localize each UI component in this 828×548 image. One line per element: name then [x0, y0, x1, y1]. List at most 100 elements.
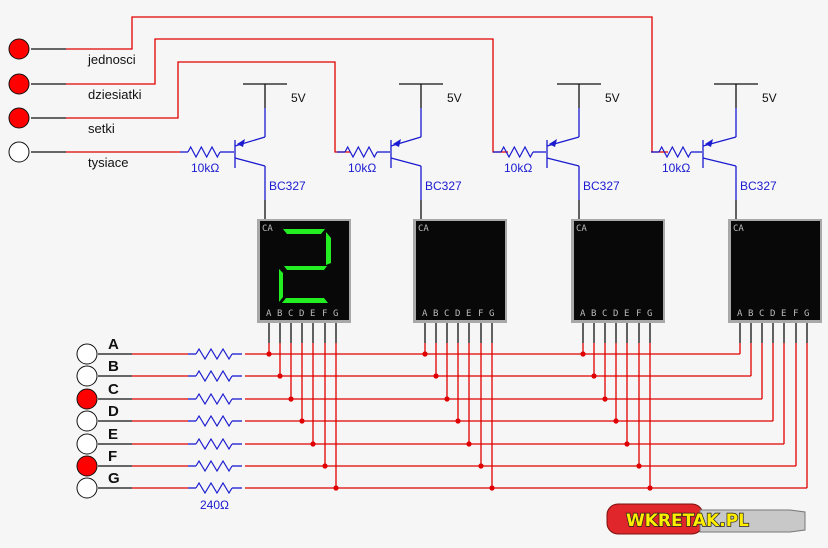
- resistor-zigzag: [344, 145, 378, 159]
- segment-pin-label: F: [322, 309, 327, 319]
- segment-pin-label: E: [624, 309, 629, 319]
- base-resistor-label: 10kΩ: [662, 161, 690, 175]
- segment-a: [283, 229, 325, 234]
- transistor-collector: [702, 157, 737, 167]
- segment-input-led-D[interactable]: [76, 410, 98, 432]
- resistor-zigzag: [500, 145, 534, 159]
- junction-dot: [266, 351, 272, 357]
- junction-dot: [288, 396, 294, 402]
- segment-input-label: A: [108, 336, 119, 353]
- segment-b: [326, 232, 331, 265]
- segment-resistor: [195, 481, 233, 495]
- segment-pin-label: B: [748, 309, 753, 319]
- segment-input-led-B[interactable]: [76, 365, 98, 387]
- junction-dot: [602, 396, 608, 402]
- junction-dot: [466, 441, 472, 447]
- segment-pin-label: C: [444, 309, 449, 319]
- segment-input-led-F[interactable]: [76, 455, 98, 477]
- segment-input-led-E[interactable]: [76, 433, 98, 455]
- segment-pin-label: E: [310, 309, 315, 319]
- segment-resistor: [195, 414, 233, 428]
- segment-pin-label: G: [647, 309, 652, 319]
- digit-input-led-jednosci[interactable]: [8, 38, 30, 60]
- resistor-zigzag: [658, 145, 692, 159]
- junction-dot: [580, 351, 586, 357]
- junction-dot: [277, 373, 283, 379]
- segment-pin-label: A: [266, 309, 272, 319]
- junction-dot: [422, 351, 428, 357]
- supply-label: 5V: [447, 91, 462, 105]
- segment-pin-label: B: [591, 309, 596, 319]
- segment-g: [284, 266, 327, 270]
- resistor-zigzag: [195, 347, 233, 361]
- display-face: [416, 221, 505, 320]
- seven-segment-display: [728, 219, 822, 323]
- supply-label: 5V: [762, 91, 777, 105]
- segment-resistor: [195, 437, 233, 451]
- junction-dot: [478, 463, 484, 469]
- segment-pin-label: D: [299, 309, 304, 319]
- segment-pin-label: C: [602, 309, 607, 319]
- segment-input-led-G[interactable]: [76, 477, 98, 499]
- segment-pin-label: D: [613, 309, 618, 319]
- digit-input-label: jednosci: [87, 52, 136, 67]
- digit-input-label: tysiace: [88, 155, 128, 170]
- segment-pin-label: A: [422, 309, 428, 319]
- transistor-model-label: BC327: [740, 179, 777, 193]
- digit-input-led-tysiace[interactable]: [8, 141, 30, 163]
- segment-resistor-label: 240Ω: [200, 498, 229, 512]
- segment-pin-label: E: [781, 309, 786, 319]
- digit-input-label: dziesiatki: [88, 87, 142, 102]
- resistor-zigzag: [195, 369, 233, 383]
- anode-label: CA: [576, 224, 587, 234]
- emitter-arrow-icon: [549, 139, 557, 147]
- emitter-arrow-icon: [393, 139, 401, 147]
- base-resistor: [344, 145, 378, 159]
- junction-dot: [636, 463, 642, 469]
- junction-dot: [489, 485, 495, 491]
- base-resistor-label: 10kΩ: [191, 161, 219, 175]
- segment-pin-label: F: [636, 309, 641, 319]
- junction-dot: [624, 441, 630, 447]
- segment-input-label: D: [108, 403, 119, 420]
- segment-e: [279, 269, 283, 302]
- digit-input-led-dziesiatki[interactable]: [8, 73, 30, 95]
- segment-pin-label: A: [580, 309, 586, 319]
- junction-dot: [455, 418, 461, 424]
- junction-dot: [613, 418, 619, 424]
- anode-label: CA: [418, 224, 429, 234]
- transistor-collector: [234, 157, 266, 167]
- emitter-arrow-icon: [237, 139, 245, 147]
- base-resistor: [658, 145, 692, 159]
- segment-pin-label: D: [455, 309, 460, 319]
- junction-dot: [444, 396, 450, 402]
- junction-dot: [333, 485, 339, 491]
- transistor-collector: [546, 157, 580, 167]
- segment-pin-label: E: [466, 309, 471, 319]
- digit-input-led-setki[interactable]: [8, 107, 30, 129]
- segment-input-label: C: [108, 381, 119, 398]
- segment-d: [282, 298, 328, 303]
- segment-input-led-A[interactable]: [76, 343, 98, 365]
- segment-pin-label: F: [478, 309, 483, 319]
- segment-resistor: [195, 369, 233, 383]
- display-face: [731, 221, 820, 320]
- emitter-arrow-icon: [705, 139, 713, 147]
- display-face: [574, 221, 663, 320]
- segment-pin-label: A: [737, 309, 743, 319]
- base-resistor: [187, 145, 221, 159]
- junction-dot: [310, 441, 316, 447]
- junction-dot: [591, 373, 597, 379]
- segment-input-label: B: [108, 358, 119, 375]
- logo-blade: [699, 509, 806, 533]
- segment-resistor: [195, 392, 233, 406]
- resistor-zigzag: [187, 145, 221, 159]
- segment-input-led-C[interactable]: [76, 388, 98, 410]
- segment-pin-label: G: [804, 309, 809, 319]
- segment-input-label: F: [108, 448, 117, 465]
- anode-label: CA: [733, 224, 744, 234]
- junction-dot: [299, 418, 305, 424]
- wkretak-logo[interactable]: WKRETAK.PL: [606, 503, 806, 535]
